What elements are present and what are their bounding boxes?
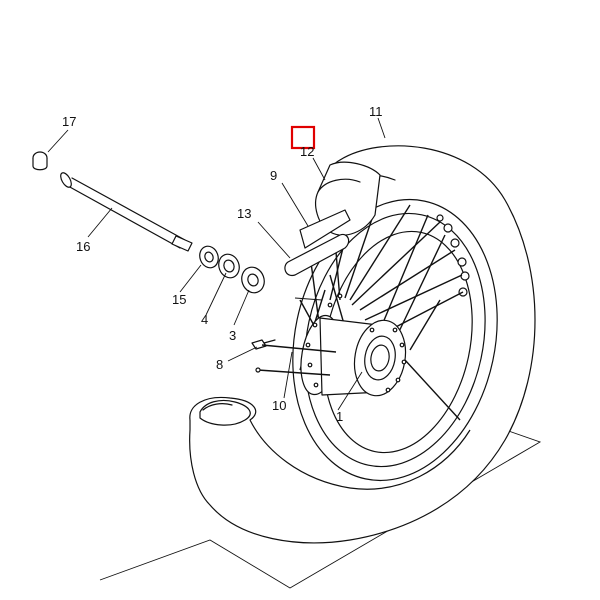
callout-12: 12	[300, 144, 314, 159]
bearing-3	[241, 266, 265, 294]
callout-15: 15	[172, 292, 186, 307]
selection-highlight	[290, 125, 316, 150]
callout-8: 8	[216, 357, 223, 372]
bearing-4	[218, 253, 240, 279]
callout-11: 11	[369, 104, 383, 119]
callout-16: 16	[76, 239, 90, 254]
callout-3: 3	[229, 328, 236, 343]
callout-1: 1	[336, 409, 343, 424]
axle	[60, 172, 193, 252]
rim-flap	[284, 233, 350, 277]
leader-lines	[47, 117, 386, 411]
callout-9: 9	[270, 168, 277, 183]
callout-10: 10	[272, 398, 286, 413]
callout-4: 4	[201, 312, 208, 327]
axle-nut	[32, 151, 48, 171]
collar	[199, 245, 219, 269]
spokes	[299, 204, 464, 421]
rim-strip	[299, 209, 351, 249]
callout-17: 17	[62, 114, 76, 129]
callout-13: 13	[237, 206, 251, 221]
spoke-set-10	[255, 344, 337, 376]
callout-labels: 17 16 15 4 3 8 10 1 13 9 12 11	[62, 104, 383, 424]
